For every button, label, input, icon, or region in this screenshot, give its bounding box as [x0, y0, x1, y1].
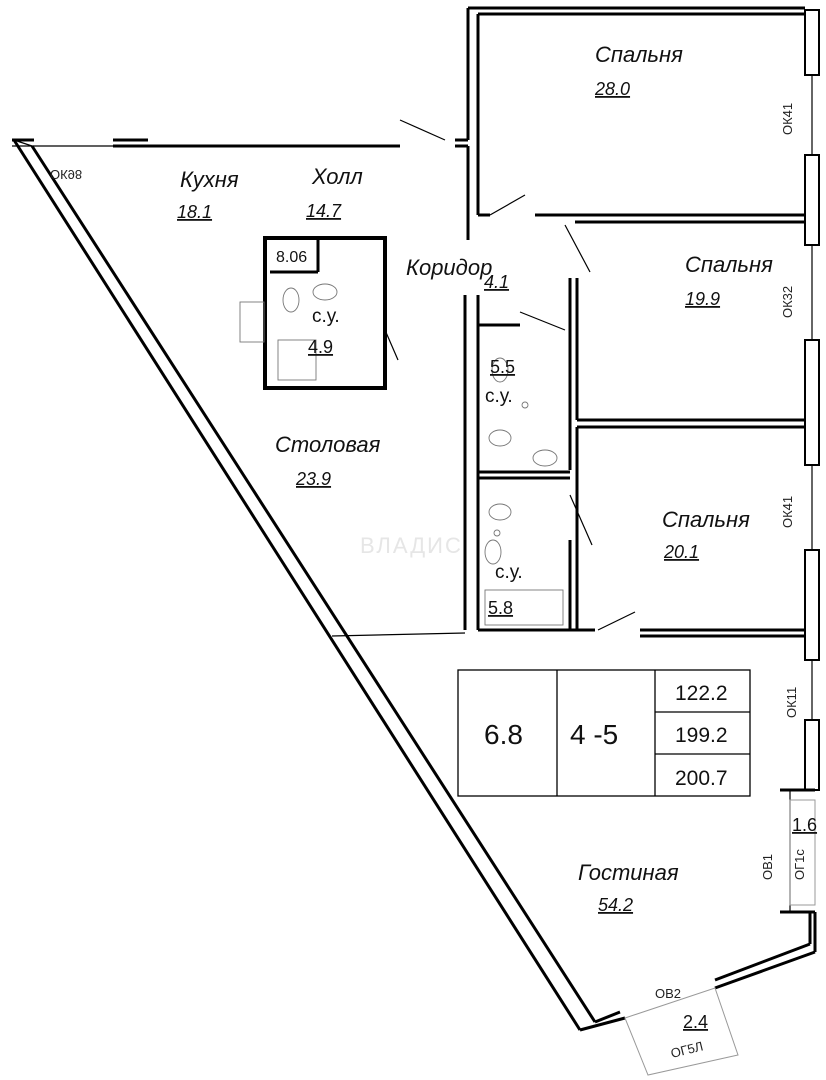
hall-name: Холл: [311, 164, 363, 189]
summary-ceiling: 6.8: [484, 719, 523, 750]
summary-area-1: 122.2: [675, 682, 728, 705]
bathroom-middle-label: с.у.: [485, 386, 513, 407]
window-ok32-label: ОК32: [780, 286, 795, 318]
summary-floors: 4 -5: [570, 719, 618, 750]
bathroom-left-area: 4.9: [308, 337, 333, 357]
window-og1-label: ОГ1с: [792, 849, 807, 880]
bedroom-low-area: 20.1: [663, 542, 699, 562]
summary-area-3: 200.7: [675, 767, 728, 790]
hall-area: 14.7: [306, 201, 342, 221]
window-ok41-mid-label: ОК41: [780, 496, 795, 528]
dining-name: Столовая: [275, 432, 381, 457]
bathroom-left-label: с.у.: [312, 306, 340, 327]
bathroom-middle-area: 5.5: [490, 357, 515, 377]
kitchen-area: 18.1: [177, 202, 212, 222]
living-name: Гостиная: [578, 860, 679, 885]
bedroom-mid-name: Спальня: [685, 252, 773, 277]
watermark: ВЛАДИС: [360, 533, 463, 558]
summary-area-2: 199.2: [675, 724, 728, 747]
bathroom-lower-area: 5.8: [488, 598, 513, 618]
living-area: 54.2: [598, 895, 633, 915]
corridor-area: 4.1: [484, 272, 509, 292]
balcony-right-area: 1.6: [792, 815, 817, 835]
window-ov1-label: ОВ1: [760, 854, 775, 880]
interior-walls: [263, 8, 805, 638]
fixtures: [239, 283, 564, 626]
bedroom-top-name: Спальня: [595, 42, 683, 67]
corridor-name: Коридор: [406, 255, 492, 280]
balcony-bottom-area: 2.4: [683, 1012, 708, 1032]
bedroom-mid-area: 19.9: [685, 289, 720, 309]
window-ok98-label: ОК98: [50, 167, 82, 182]
summary-box: [457, 669, 751, 797]
kitchen-name: Кухня: [180, 167, 239, 192]
dining-area: 23.9: [295, 469, 331, 489]
balconies: [624, 799, 816, 1076]
outer-walls: [12, 6, 820, 1032]
window-ok41-top-label: ОК41: [780, 103, 795, 135]
closet-area: 8.06: [276, 249, 307, 266]
window-og5-label: ОГ5Л: [669, 1038, 705, 1061]
bedroom-low-name: Спальня: [662, 507, 750, 532]
bedroom-top-area: 28.0: [594, 79, 630, 99]
bathroom-lower-label: с.у.: [495, 562, 523, 583]
window-ok11-label: ОК11: [784, 687, 799, 718]
window-ov2-label: ОВ2: [655, 986, 681, 1001]
